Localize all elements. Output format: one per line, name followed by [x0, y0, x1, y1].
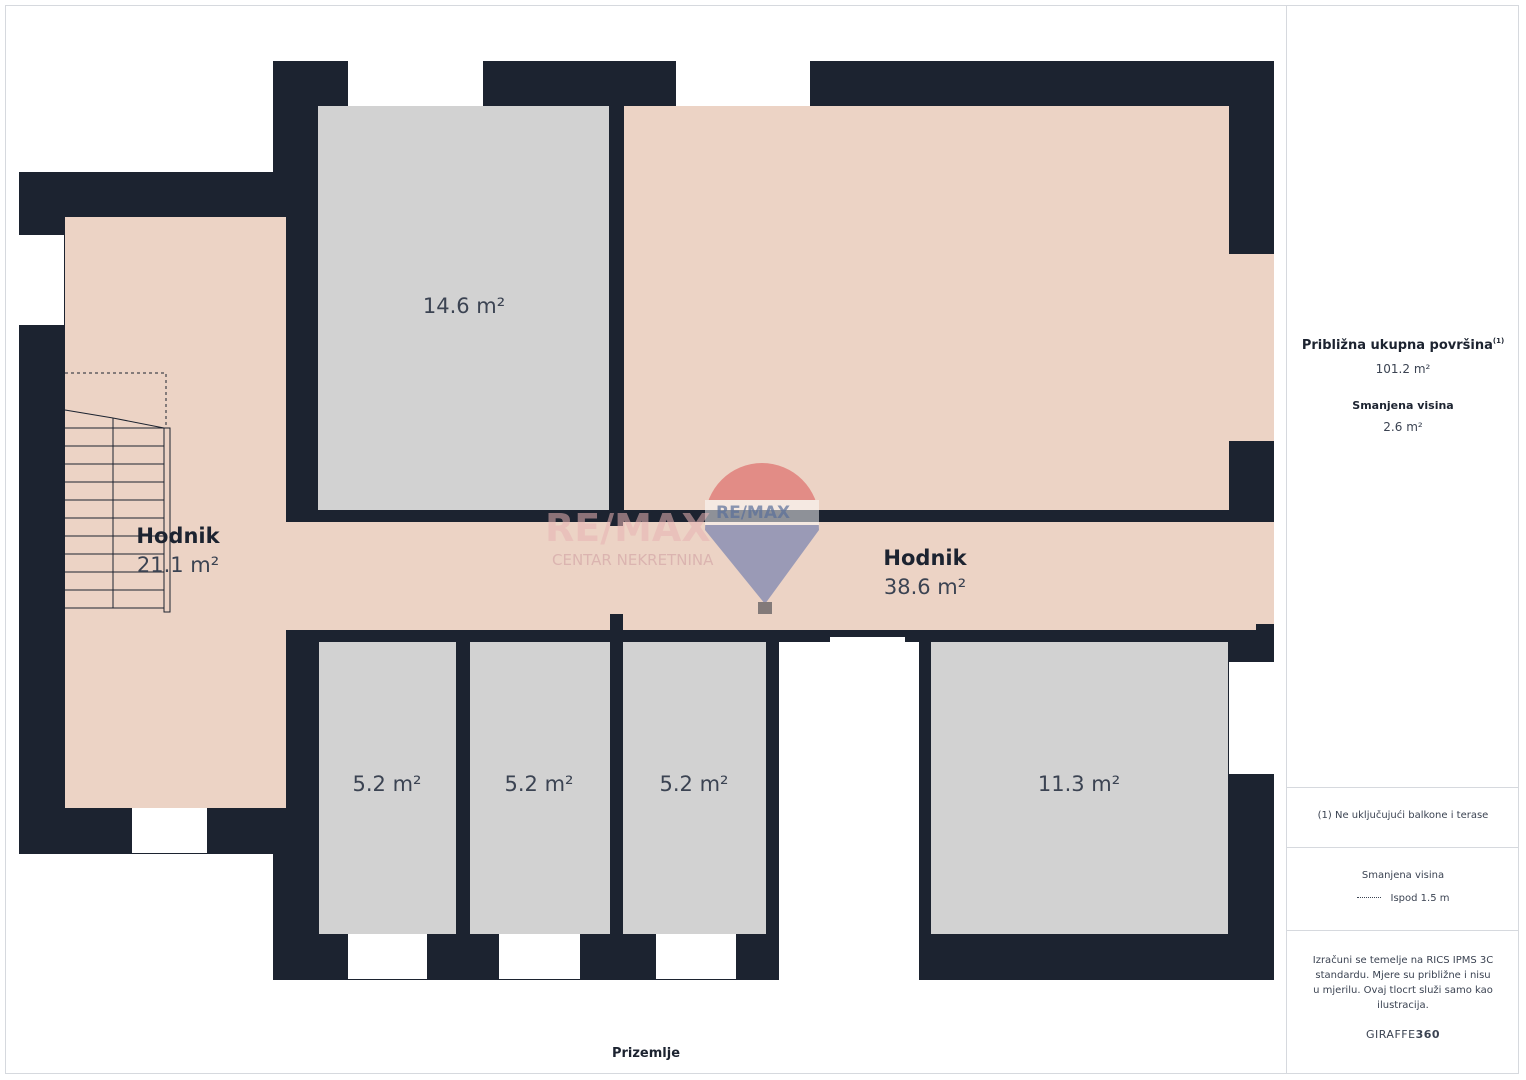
disclaimer-text: Izračuni se temelje na RICS IPMS 3C stan… — [1312, 955, 1494, 1011]
exterior-gap-left-bottom — [19, 854, 273, 980]
room-small-2 — [470, 642, 610, 934]
room-top-left — [318, 106, 609, 510]
window-bottom-3 — [656, 934, 736, 979]
panel-separator-2 — [1287, 847, 1519, 848]
room-area-top-left: 14.6 m² — [422, 294, 506, 318]
wall-divider-small-2 — [610, 642, 623, 937]
page-frame — [5, 5, 1519, 1074]
room-stair-hall — [65, 217, 286, 808]
window-left — [19, 235, 64, 325]
total-area-value: 101.2 m² — [1375, 362, 1431, 376]
reduced-height-value: 2.6 m² — [1383, 420, 1423, 434]
window-top-1 — [348, 61, 483, 106]
room-small-3 — [623, 642, 766, 934]
legend-dotted-line-icon — [1356, 897, 1381, 898]
exterior-top-left-corner — [19, 61, 273, 172]
window-top-2 — [676, 61, 810, 106]
wall-stub-center — [610, 614, 623, 634]
footnote-text: (1) Ne uključujući balkone i terase — [1317, 810, 1489, 821]
window-right — [1229, 662, 1274, 774]
wall-hall-bottom-1 — [286, 630, 375, 642]
room-area-small-2: 5.2 m² — [504, 772, 574, 796]
panel-separator-1 — [1287, 787, 1519, 788]
watermark-brand-balloon: RE/MAX — [716, 503, 791, 523]
wall-hall-top-stub — [818, 510, 837, 522]
legend-item-label: Ispod 1.5 m — [1390, 893, 1450, 904]
giraffe360-logo: GIRAFFE360 — [1290, 1028, 1516, 1041]
wall-hall-bottom-4 — [710, 630, 830, 642]
room-name-hall-main: Hodnik — [883, 546, 967, 570]
window-bottom-2 — [499, 934, 580, 979]
wall-small-3-right — [766, 642, 779, 980]
watermark-subtitle: CENTAR NEKRETNINA — [552, 551, 714, 569]
room-bottom-right — [931, 642, 1228, 934]
staircase — [64, 372, 171, 613]
room-area-stair-hall: 21.1 m² — [136, 553, 220, 577]
wall-hall-bottom-6 — [1016, 630, 1274, 642]
brand-prefix: GIRAFFE — [1365, 1028, 1416, 1041]
panel-separator-3 — [1287, 930, 1519, 931]
legend-title: Smanjena visina — [1361, 870, 1445, 881]
room-area-small-3: 5.2 m² — [659, 772, 729, 796]
wall-hall-top-right — [920, 510, 1229, 522]
wall-divider-small-1 — [456, 642, 470, 937]
window-left-bottom — [132, 808, 207, 853]
window-bottom-1 — [348, 934, 427, 979]
remax-balloon-logo — [705, 463, 819, 614]
wall-divider-top — [610, 106, 623, 526]
room-top-right — [624, 106, 1229, 510]
reduced-height-label: Smanjena visina — [1352, 399, 1454, 412]
wall-bottom-right-left — [919, 630, 931, 980]
floor-name: Prizemlje — [611, 1046, 681, 1061]
room-name-stair-hall: Hodnik — [136, 524, 220, 548]
room-small-1 — [319, 642, 456, 934]
room-top-right-extension — [1229, 254, 1274, 441]
wall-right-end — [1256, 624, 1274, 642]
watermark-brand-left: RE/MAX — [545, 506, 711, 550]
wall-hall-top-left — [286, 510, 515, 522]
total-area-label: Približna ukupna površina(1) — [1290, 337, 1516, 353]
wall-hall-bottom-2 — [452, 630, 534, 642]
panel-divider — [1286, 5, 1287, 1074]
wall-bottom-right-base — [919, 934, 1274, 980]
room-area-hall-main: 38.6 m² — [883, 575, 967, 599]
legend-item: Ispod 1.5 m — [1290, 893, 1516, 904]
room-area-bottom-right: 11.3 m² — [1037, 772, 1121, 796]
exterior-gap-bottom-center — [779, 637, 919, 987]
brand-suffix: 360 — [1415, 1028, 1441, 1041]
room-area-small-1: 5.2 m² — [352, 772, 422, 796]
total-area-footnote-mark: (1) — [1492, 337, 1505, 345]
total-area-label-text: Približna ukupna površina — [1301, 338, 1493, 353]
